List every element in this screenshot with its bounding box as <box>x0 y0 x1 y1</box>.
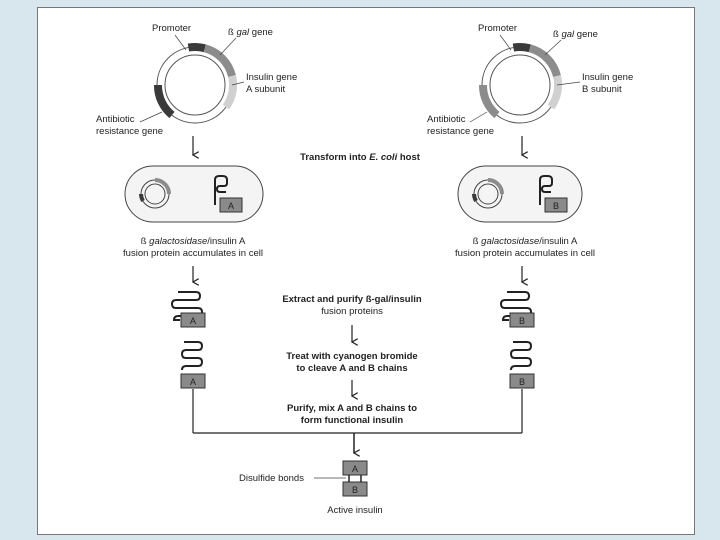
treat-step-1: Treat with cyanogen bromide <box>286 351 417 362</box>
right-ecoli-cell <box>457 165 583 223</box>
left-cleaved-chain <box>180 341 206 389</box>
left-plasmid <box>153 43 238 124</box>
left-antibiotic-label-1: Antibiotic <box>96 114 135 125</box>
left-insulin-segment <box>222 75 238 110</box>
right-fusion-protein <box>499 291 535 328</box>
right-insulin-label-1: Insulin gene <box>582 72 633 83</box>
right-promoter-label: Promoter <box>478 23 517 34</box>
left-bgal-gene-label: ß gal gene <box>228 27 273 38</box>
right-cleaved-chain <box>509 341 535 389</box>
insulin-chain-a-label: A <box>352 464 358 474</box>
left-promoter-label: Promoter <box>152 23 191 34</box>
left-ecoli-cell <box>124 165 264 223</box>
active-insulin-caption: Active insulin <box>327 505 382 516</box>
left-cell-caption-1: ß galactosidase/insulin A <box>141 236 246 247</box>
right-promoter-segment <box>512 43 531 53</box>
right-antibiotic-label-1: Antibiotic <box>427 114 466 125</box>
transform-step: Transform into E. coli host <box>300 152 421 163</box>
left-antibiotic-segment <box>153 84 175 119</box>
purify-step-2: form functional insulin <box>301 415 404 426</box>
left-insulin-label-1: Insulin gene <box>246 72 297 83</box>
right-antibiotic-segment <box>478 84 500 119</box>
left-cleaved-chain-label: A <box>190 377 196 387</box>
left-cell-fusion-protein <box>214 175 228 205</box>
figure-panel <box>37 7 695 535</box>
disulfide-bonds-label: Disulfide bonds <box>239 473 304 484</box>
left-fusion-protein <box>170 291 206 328</box>
purify-step-1: Purify, mix A and B chains to <box>287 403 417 414</box>
right-cell-fusion-protein <box>539 175 553 205</box>
right-bgal-segment <box>528 44 561 78</box>
left-bgal-segment <box>203 44 236 78</box>
right-cleaved-chain-label: B <box>519 377 525 387</box>
right-bgal-gene-label: ß gal gene <box>553 29 598 40</box>
treat-step-2: to cleave A and B chains <box>296 363 407 374</box>
right-cell-caption-2: fusion protein accumulates in cell <box>455 248 595 259</box>
right-plasmid <box>478 43 563 124</box>
right-cell-caption-1: ß galactosidase/insulin A <box>473 236 578 247</box>
left-insulin-label-2: A subunit <box>246 84 285 95</box>
left-fusion-chain-label: A <box>190 316 196 326</box>
left-antibiotic-label-2: resistance gene <box>96 126 163 137</box>
left-cell-caption-2: fusion protein accumulates in cell <box>123 248 263 259</box>
extract-step-1: Extract and purify ß-gal/insulin <box>282 294 422 305</box>
left-cell-chain-label: A <box>228 201 234 211</box>
right-antibiotic-label-2: resistance gene <box>427 126 494 137</box>
extract-step-2: fusion proteins <box>321 306 383 317</box>
active-insulin <box>342 460 368 497</box>
right-insulin-label-2: B subunit <box>582 84 622 95</box>
right-cell-chain-label: B <box>553 201 559 211</box>
insulin-chain-b-label: B <box>352 485 358 495</box>
right-insulin-segment <box>547 75 563 110</box>
left-promoter-segment <box>187 43 206 53</box>
right-fusion-chain-label: B <box>519 316 525 326</box>
